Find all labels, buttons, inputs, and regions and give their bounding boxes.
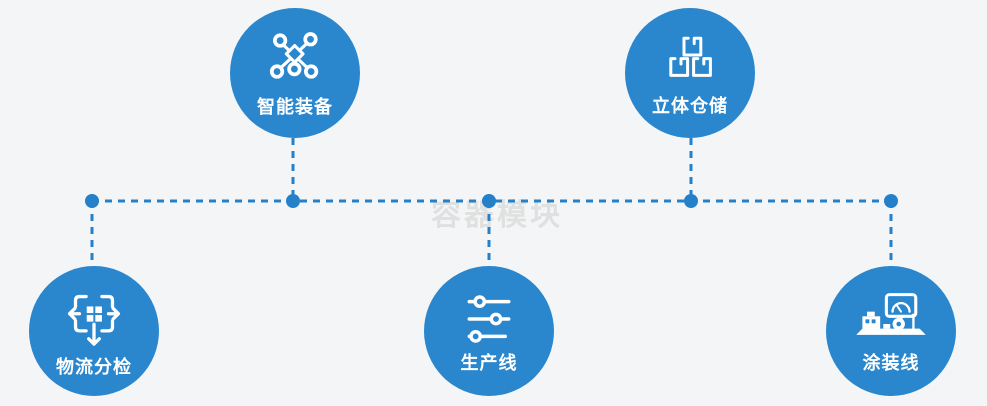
junction-dot	[884, 194, 898, 208]
node-label: 涂装线	[862, 352, 920, 374]
junction-dot	[482, 194, 496, 208]
sliders-icon	[459, 290, 519, 348]
node-warehouse: 立体仓储	[625, 8, 755, 138]
node-label: 物流分检	[56, 356, 132, 378]
dispatch-arrows-icon	[61, 286, 127, 352]
junction-dot	[85, 194, 99, 208]
machine-monitor-icon	[852, 290, 930, 348]
network-nodes-icon	[263, 30, 327, 92]
junction-dot	[684, 194, 698, 208]
stacked-boxes-icon	[659, 31, 721, 91]
watermark: 容器模块	[431, 198, 563, 233]
node-smart-equipment: 智能装备	[230, 8, 360, 138]
node-label: 生产线	[460, 352, 518, 374]
node-logistics-sorting: 物流分检	[29, 266, 159, 396]
node-production-line: 生产线	[424, 266, 554, 396]
node-label: 智能装备	[257, 96, 333, 118]
node-painting-line: 涂装线	[826, 266, 956, 396]
node-label: 立体仓储	[652, 95, 728, 117]
junction-dot	[286, 194, 300, 208]
